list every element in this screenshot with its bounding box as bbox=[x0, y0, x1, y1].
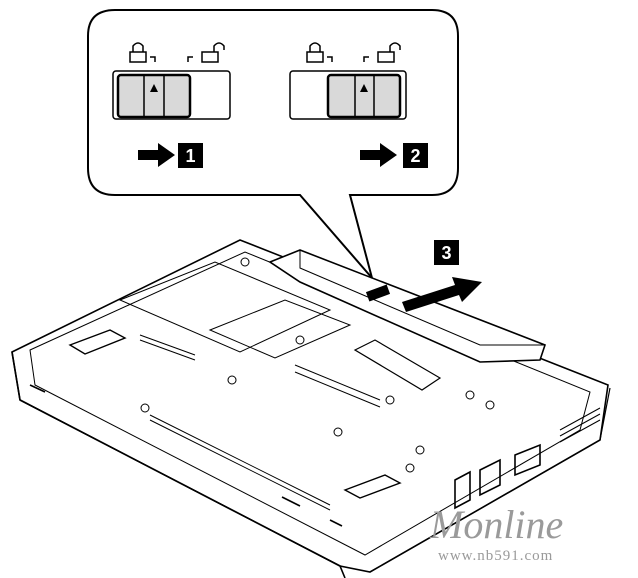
step-2-label: 2 bbox=[410, 146, 420, 166]
arrow-pull-icon bbox=[402, 277, 482, 312]
step-3-badge bbox=[434, 240, 459, 265]
latch-1-locked bbox=[112, 42, 231, 120]
step-1-label: 1 bbox=[185, 146, 195, 166]
step-3-label: 3 bbox=[441, 243, 451, 263]
watermark-brand: Monline bbox=[429, 502, 563, 547]
watermark: Monline www.nb591.com bbox=[429, 502, 563, 564]
arrow-right-icon bbox=[360, 143, 397, 167]
watermark-url: www.nb591.com bbox=[438, 548, 553, 564]
latch-2-unlocked bbox=[289, 42, 407, 120]
arrow-right-icon bbox=[138, 143, 175, 167]
lock-closed-icon bbox=[129, 42, 156, 63]
lock-open-icon bbox=[363, 42, 401, 63]
lock-open-icon bbox=[187, 42, 225, 63]
step-2-badge bbox=[403, 143, 428, 168]
battery-latch[interactable] bbox=[365, 284, 391, 302]
lock-closed-icon bbox=[306, 42, 333, 63]
step-1-badge bbox=[178, 143, 203, 168]
